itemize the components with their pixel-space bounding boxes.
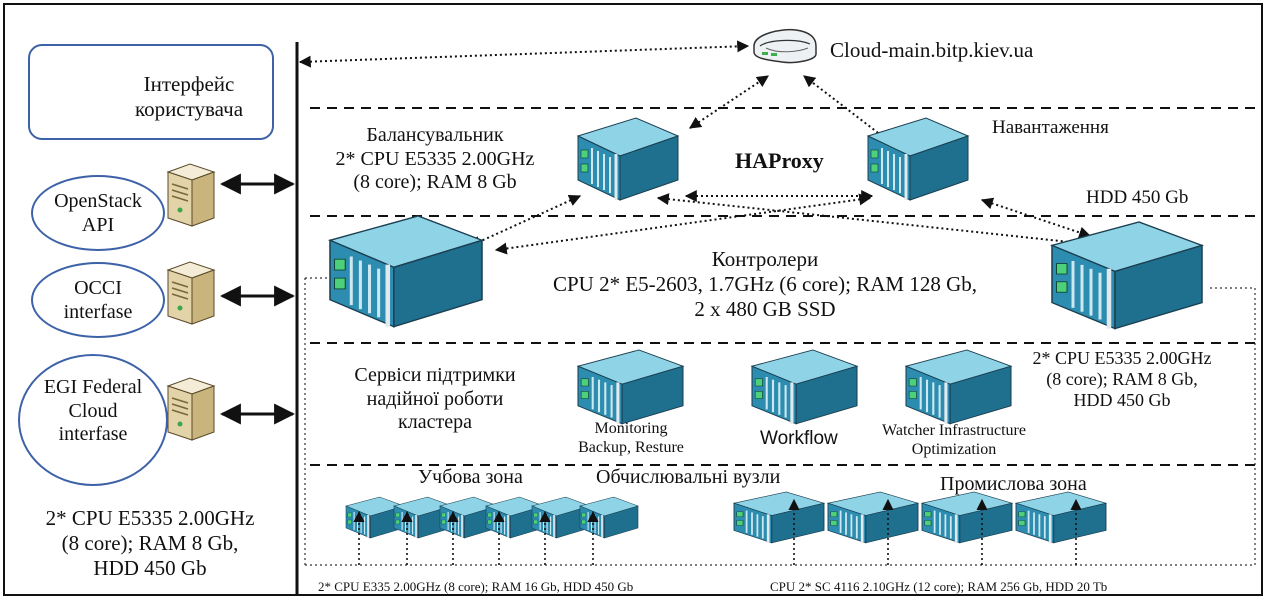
hdd-top-label: HDD 450 Gb [1086,187,1189,208]
server-rack-icon [904,348,1013,426]
openstack-api-line2: API [81,213,115,236]
api-server-specs: 2* CPU E5335 2.00GHz (8 core); RAM 8 Gb,… [10,506,290,580]
balancer-label: Балансувальник 2* CPU E5335 2.00GHz (8 c… [300,124,570,195]
server-rack-icon [920,490,1014,545]
api-specs-line2: (8 core); RAM 8 Gb, [61,530,239,555]
server-rack-icon [1014,490,1108,545]
tower-server-icon [167,261,215,325]
tower-server-icon [167,377,215,441]
service-specs-line1: 2* CPU E5335 2.00GHz [1032,348,1212,368]
tower-server-icon [167,163,215,227]
services-line1: Сервіси підтримки [354,364,516,386]
server-rack-icon [750,348,859,426]
training-nodes-spec: 2* CPU E335 2.00GHz (8 core); RAM 16 Gb,… [318,579,634,594]
egi-ellipse [18,354,168,486]
balancer-line3: (8 core); RAM 8 Gb [353,171,517,194]
service-specs: 2* CPU E5335 2.00GHz (8 core); RAM 8 Gb,… [1004,348,1240,412]
occi-label: OCCI interfase [31,277,165,324]
services-line3: кластера [398,411,472,434]
watcher-line2: Optimization [911,440,997,458]
occi-line2: interfase [63,300,133,323]
watcher-label: Watcher Infrastructure Optimization [862,422,1046,460]
occi-ellipse [31,262,165,338]
controllers-line1: Контролери [711,247,819,271]
user-interface-line1: Інтерфейс [143,72,235,96]
openstack-api-line1: OpenStack [54,190,142,212]
openstack-api-ellipse [31,175,165,251]
compute-nodes-label: Обчислювальні вузли [596,466,781,488]
workflow-label: Workflow [760,428,838,449]
user-interface-label: Інтерфейс користувача [114,72,264,122]
server-rack-icon [866,116,970,202]
user-interface-box [28,44,274,140]
haproxy-label: HAProxy [735,148,824,173]
egi-line1: EGI Federal [43,376,143,398]
watcher-line1: Watcher Infrastructure [882,422,1026,439]
controllers-label: Контролери CPU 2* E5-2603, 1.7GHz (6 cor… [480,247,1050,321]
services-label: Сервіси підтримки надійної роботи класте… [312,364,558,435]
egi-label: EGI Federal Cloud interfase [18,376,168,447]
server-rack-icon [826,490,920,545]
service-specs-line3: HDD 450 Gb [1073,390,1171,411]
server-rack-icon [732,490,826,545]
controllers-line2: CPU 2* E5-2603, 1.7GHz (6 core); RAM 128… [552,271,978,296]
controllers-line3: 2 x 480 GB SSD [694,296,836,321]
occi-line1: OCCI [74,277,122,299]
monitoring-line2: Backup, Resture [578,438,684,456]
egi-line2: Cloud [68,399,118,422]
router-icon [753,28,817,64]
server-rack-icon [330,216,482,327]
server-rack-icon [576,116,680,202]
server-rack-icon [579,496,639,539]
monitoring-label: Monitoring Backup, Resture [556,420,706,458]
service-specs-line2: (8 core); RAM 8 Gb, [1046,369,1198,390]
openstack-api-label: OpenStack API [31,190,165,237]
balancer-line1: Балансувальник [366,124,504,146]
user-interface-line2: користувача [134,96,244,121]
egi-line3: interfase [58,423,128,446]
training-zone-label: Учбова зона [418,466,523,488]
server-rack-icon [1052,222,1202,329]
industrial-zone-label: Промислова зона [940,473,1087,495]
balancer-line2: 2* CPU E5335 2.00GHz [335,147,535,170]
industrial-nodes-spec: CPU 2* SC 4116 2.10GHz (12 core); RAM 25… [770,579,1108,594]
load-label: Навантаження [992,117,1109,138]
server-rack-icon [576,348,685,426]
api-specs-line1: 2* CPU E5335 2.00GHz [45,506,255,530]
cloud-main-label: Cloud-main.bitp.kiev.ua [830,38,1034,62]
monitoring-line1: Monitoring [594,420,668,437]
api-specs-line3: HDD 450 Gb [93,555,207,580]
services-line2: надійної роботи [366,387,504,410]
